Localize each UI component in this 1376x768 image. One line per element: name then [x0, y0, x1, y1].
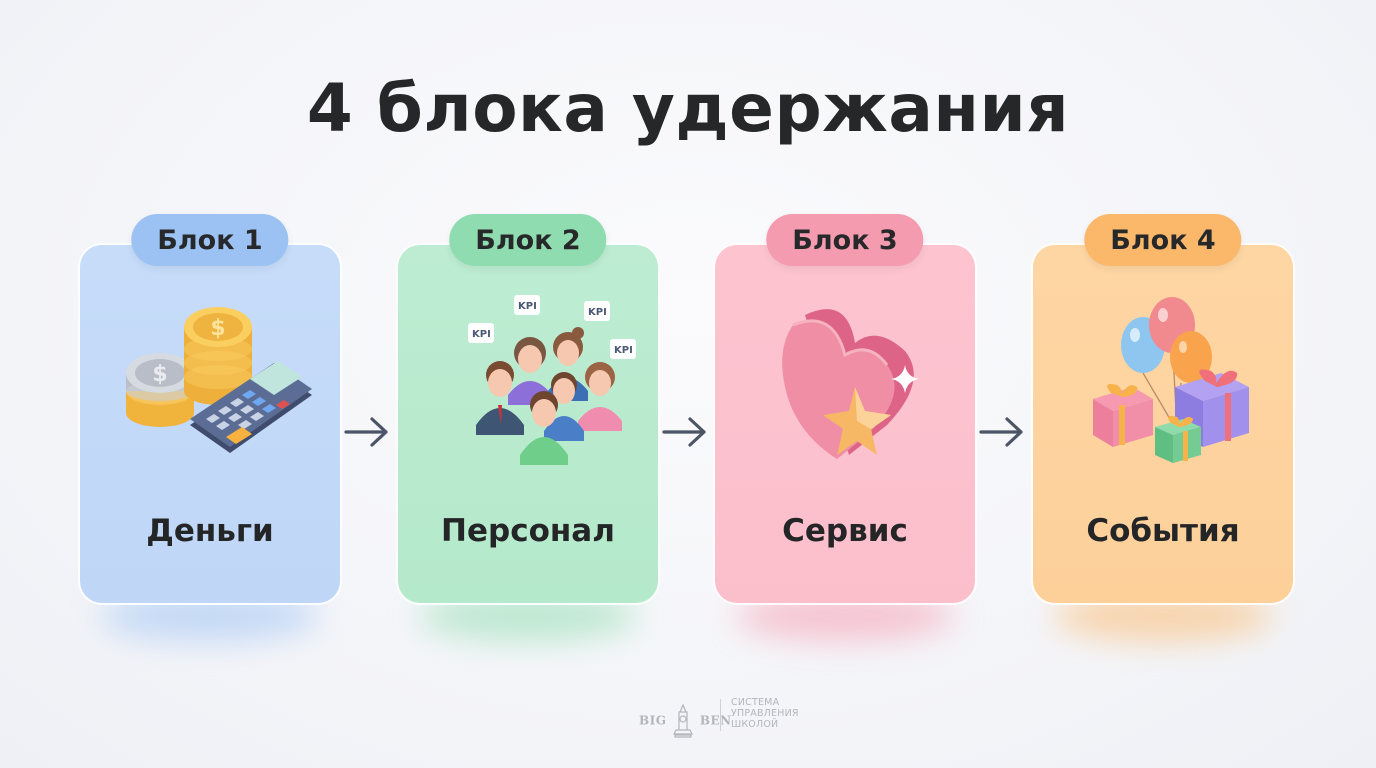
brand-divider	[720, 699, 721, 731]
heart-star-icon	[782, 309, 919, 459]
svg-text:$: $	[210, 316, 225, 341]
brand-name-right: BEN	[699, 713, 732, 728]
arrow-right-icon	[344, 417, 388, 447]
coins-calculator-icon: $ $	[126, 307, 312, 453]
svg-text:KPI: KPI	[472, 329, 491, 340]
clock-tower-icon	[673, 703, 694, 738]
block-badge: Блок 3	[766, 214, 924, 266]
block-card-service: Блок 3 Сервис	[713, 214, 977, 641]
tagline-line: СИСТЕМА	[731, 697, 780, 708]
card-glow	[418, 591, 638, 641]
svg-text:$: $	[152, 362, 167, 387]
brand-name-left: BIG	[639, 713, 667, 728]
card-glow	[100, 591, 320, 641]
team-kpi-icon: KPI KPI KPI KPI	[468, 295, 636, 465]
tagline-line: ШКОЛОЙ	[731, 719, 779, 730]
card-glow	[735, 591, 955, 641]
brand-wordmark: BIG BEN	[639, 703, 732, 738]
block-label: Сервис	[782, 513, 908, 549]
block-card-money: Блок 1 $ $	[78, 214, 342, 641]
block-badge: Блок 2	[449, 214, 607, 266]
block-badge: Блок 1	[131, 214, 289, 266]
tagline-line: УПРАВЛЕНИЯ	[731, 708, 799, 719]
gifts-balloons-icon	[1093, 297, 1249, 463]
block-label: События	[1086, 513, 1240, 549]
block-label: Персонал	[441, 513, 615, 549]
block-card-events: Блок 4 События	[1031, 214, 1295, 641]
svg-text:KPI: KPI	[518, 301, 537, 312]
arrow-right-icon	[662, 417, 706, 447]
block-label: Деньги	[146, 513, 274, 549]
brand-tagline: СИСТЕМА УПРАВЛЕНИЯ ШКОЛОЙ	[731, 697, 799, 730]
svg-text:KPI: KPI	[614, 345, 633, 356]
svg-text:KPI: KPI	[588, 307, 607, 318]
card-glow	[1053, 591, 1273, 641]
arrow-right-icon	[979, 417, 1023, 447]
page-title: 4 блока удержания	[306, 70, 1070, 147]
block-card-staff: Блок 2 KPI KPI KPI KPI Персонал	[396, 214, 660, 641]
block-badge: Блок 4	[1084, 214, 1242, 266]
